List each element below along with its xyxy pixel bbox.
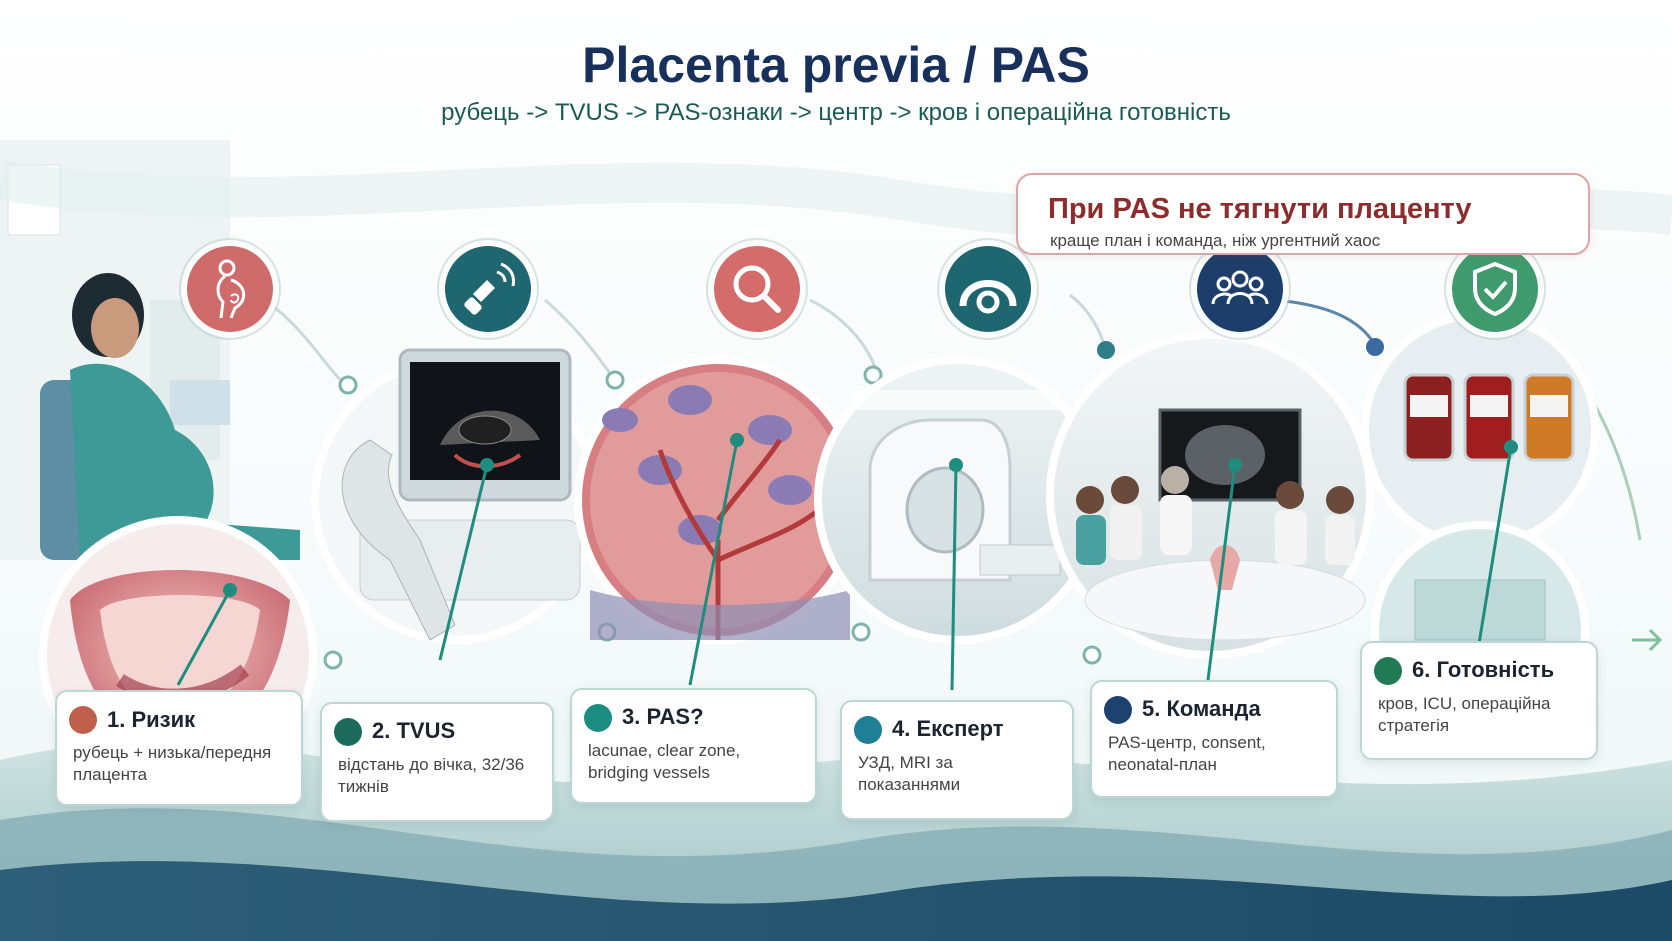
team-icon <box>1211 270 1269 305</box>
step-card-team: 5. Команда PAS-центр, consent, neonatal-… <box>1090 680 1338 798</box>
step-card-pas: 3. PAS? lacunae, clear zone, bridging ve… <box>570 688 817 804</box>
step-2-title: 2. TVUS <box>372 718 456 743</box>
step-4-title: 4. Експерт <box>892 716 1004 741</box>
ultrasound-probe-icon <box>464 262 515 315</box>
step-6-icon-circle <box>1452 246 1538 332</box>
page-subtitle: рубець -> TVUS -> PAS-ознаки -> центр ->… <box>441 99 1231 126</box>
warning-title: При PAS не тягнути плаценту <box>1048 193 1472 225</box>
step-5-title: 5. Команда <box>1142 696 1261 721</box>
shield-check-icon <box>1473 261 1517 317</box>
step-4-text: УЗД, MRI за показаннями <box>858 753 961 794</box>
step-2-icon-circle <box>445 246 531 332</box>
step-4-icon-circle <box>945 246 1031 332</box>
step-2-dot <box>334 718 362 746</box>
page-title: Placenta previa / PAS <box>582 37 1090 93</box>
warning-subtitle: краще план і команда, ніж ургентний хаос <box>1050 231 1381 250</box>
step-card-ready: 6. Готовність кров, ICU, операційна стра… <box>1360 641 1598 760</box>
step-5-dot <box>1104 696 1132 724</box>
pregnant-woman-icon <box>216 259 246 319</box>
step-card-risk: 1. Ризик рубець + низька/передня плацент… <box>55 690 303 806</box>
step-6-text: кров, ICU, операційна стратегія <box>1378 694 1551 735</box>
step-3-icon-circle <box>714 246 800 332</box>
step-1-text: рубець + низька/передня плацента <box>73 743 272 784</box>
step-card-tvus: 2. TVUS відстань до вічка, 32/36 тижнів <box>320 702 554 822</box>
step-3-title: 3. PAS? <box>622 704 704 729</box>
mri-scanner-icon <box>959 280 1017 314</box>
step-6-title: 6. Готовність <box>1412 657 1555 682</box>
step-6-dot <box>1374 657 1402 685</box>
step-2-text: відстань до вічка, 32/36 тижнів <box>338 755 525 796</box>
step-3-text: lacunae, clear zone, bridging vessels <box>588 741 741 782</box>
magnifier-icon <box>733 265 781 313</box>
step-4-dot <box>854 716 882 744</box>
step-5-text: PAS-центр, consent, neonatal-план <box>1108 733 1266 774</box>
step-1-icon-circle <box>187 246 273 332</box>
step-5-icon-circle <box>1197 246 1283 332</box>
step-card-expert: 4. Експерт УЗД, MRI за показаннями <box>840 700 1074 820</box>
step-1-title: 1. Ризик <box>107 707 196 732</box>
step-1-dot <box>69 706 97 734</box>
step-3-dot <box>584 704 612 732</box>
warning-callout: При PAS не тягнути плаценту краще план і… <box>1016 173 1590 255</box>
